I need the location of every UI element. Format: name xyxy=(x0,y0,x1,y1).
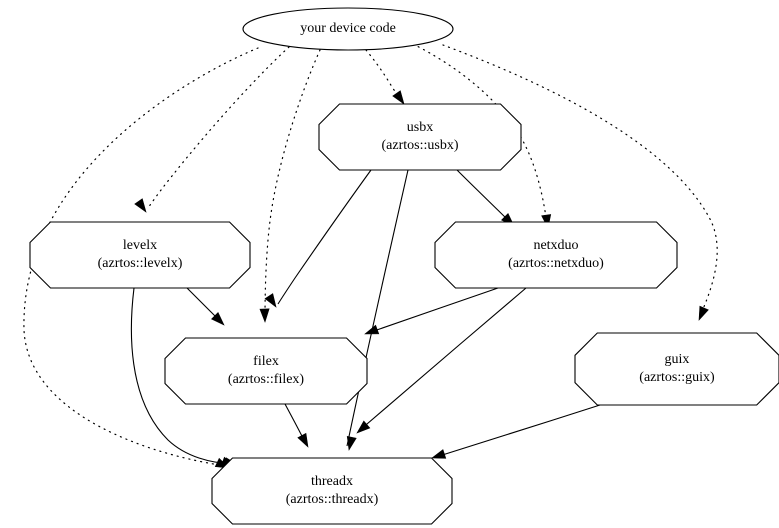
edge-guix-to-threadx xyxy=(435,404,601,458)
node-usbx[interactable]: usbx(azrtos::usbx) xyxy=(318,103,522,171)
node-shape-ellipse xyxy=(242,7,454,51)
node-shape-octagon xyxy=(434,221,678,289)
nodes-layer: your device codeusbx(azrtos::usbx)levelx… xyxy=(29,7,779,525)
arrowhead-icon xyxy=(259,308,270,323)
node-shape-octagon xyxy=(211,457,453,525)
node-guix[interactable]: guix(azrtos::guix) xyxy=(574,332,779,406)
node-netxduo[interactable]: netxduo(azrtos::netxduo) xyxy=(434,221,678,289)
edge-usbx-to-threadx xyxy=(346,169,409,447)
edge-device-to-guix xyxy=(442,44,718,317)
arrowhead-icon xyxy=(134,198,147,213)
edge-usbx-to-filex xyxy=(277,169,372,305)
edge-device-to-levelx xyxy=(147,46,290,209)
edge-netxduo-to-threadx xyxy=(359,287,527,431)
arrowhead-icon xyxy=(431,449,447,459)
arrowhead-icon xyxy=(392,90,405,105)
node-shape-octagon xyxy=(164,337,368,405)
arrowhead-icon xyxy=(297,432,309,448)
edge-device-to-threadx xyxy=(23,47,259,467)
node-levelx[interactable]: levelx(azrtos::levelx) xyxy=(29,221,251,289)
node-shape-octagon xyxy=(318,103,522,171)
edge-usbx-to-netxduo xyxy=(456,169,512,224)
edge-levelx-to-threadx xyxy=(130,287,234,465)
edge-netxduo-to-filex xyxy=(367,287,499,334)
edge-device-to-filex xyxy=(264,49,321,319)
arrowhead-icon xyxy=(346,435,357,451)
arrowhead-icon xyxy=(364,324,380,335)
node-device[interactable]: your device code xyxy=(242,7,454,51)
arrowhead-icon xyxy=(211,312,225,326)
arrowhead-icon xyxy=(356,420,371,434)
node-filex[interactable]: filex(azrtos::filex) xyxy=(164,337,368,405)
node-threadx[interactable]: threadx(azrtos::threadx) xyxy=(211,457,453,525)
node-shape-octagon xyxy=(574,332,779,406)
arrowhead-icon xyxy=(698,305,709,321)
node-shape-octagon xyxy=(29,221,251,289)
arrowhead-icon xyxy=(264,293,277,308)
edge-device-to-usbx xyxy=(365,49,404,103)
